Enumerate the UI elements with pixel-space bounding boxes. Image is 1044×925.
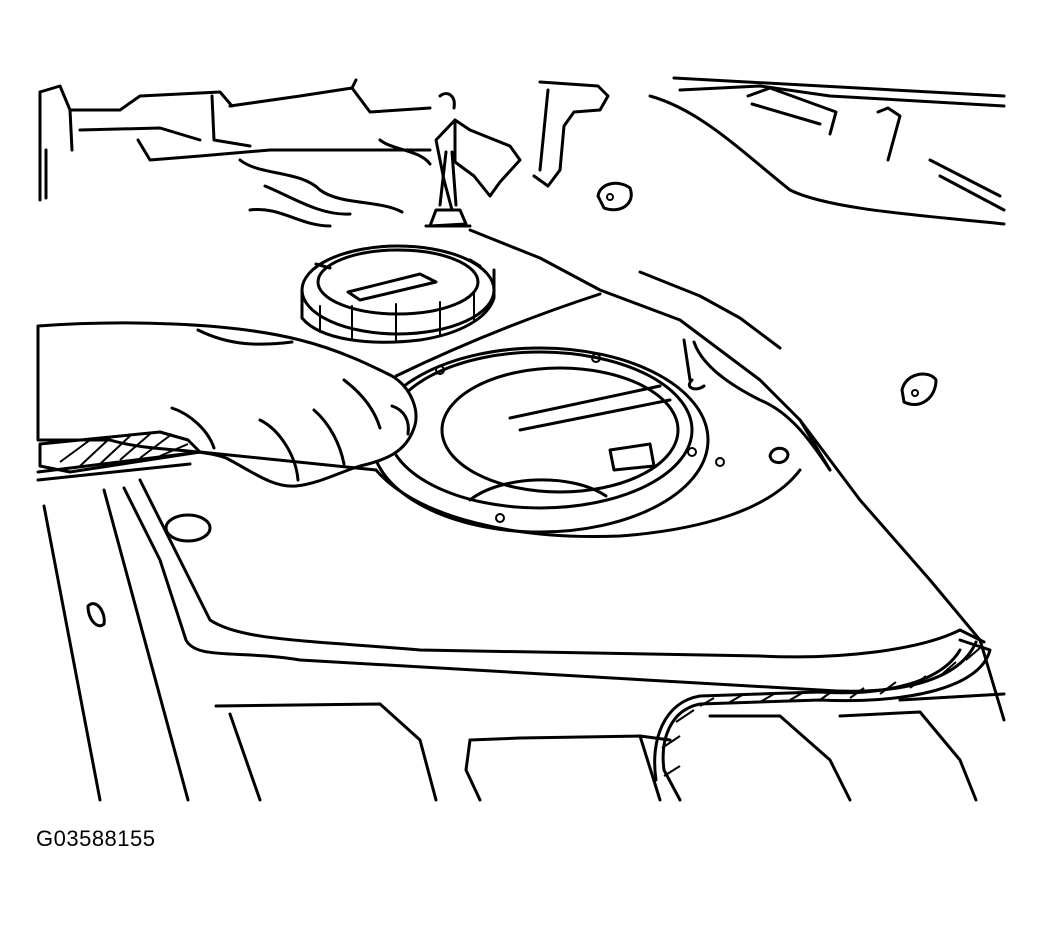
- fuel-pump-lock-ring: [302, 246, 494, 342]
- lower-chassis-cutouts: [216, 694, 1004, 800]
- trunk-edge-weatherstrip: [40, 432, 990, 800]
- upper-body-structure: [40, 80, 454, 226]
- figure-id-label: G03588155: [36, 826, 156, 851]
- wiring-bracket: [426, 120, 520, 226]
- technician-hand: [38, 323, 416, 486]
- trunk-floor-panel: [38, 420, 1004, 800]
- fuel-tank-access-opening: [372, 348, 800, 536]
- rear-quarter-panel: [534, 78, 1004, 463]
